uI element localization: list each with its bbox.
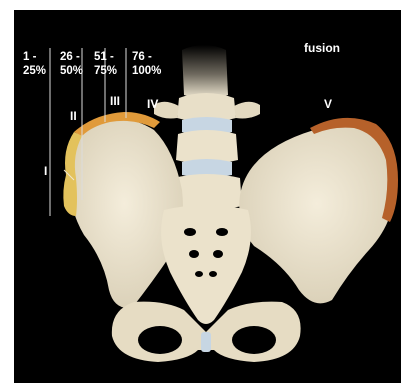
stage-label-III: III [110,94,120,109]
range-label-3: 51 -75% [94,50,117,79]
stage-label-V: V [324,97,332,112]
stage-label-II: II [70,109,77,124]
stage-label-IV: IV [147,97,158,112]
pelvis-image-frame: 1 -25% 26 -50% 51 -75% 76 -100% I II III… [14,10,401,383]
range-label-4: 76 -100% [132,50,161,79]
range-label-1: 1 -25% [23,50,46,79]
right-obturator-foramen [232,326,276,354]
left-obturator-foramen [138,326,182,354]
fusion-label: fusion [304,41,340,56]
range-label-2: 26 -50% [60,50,83,79]
right-ilium [239,122,395,303]
stage-label-I: I [44,164,47,179]
pubic-symphysis [201,332,211,352]
